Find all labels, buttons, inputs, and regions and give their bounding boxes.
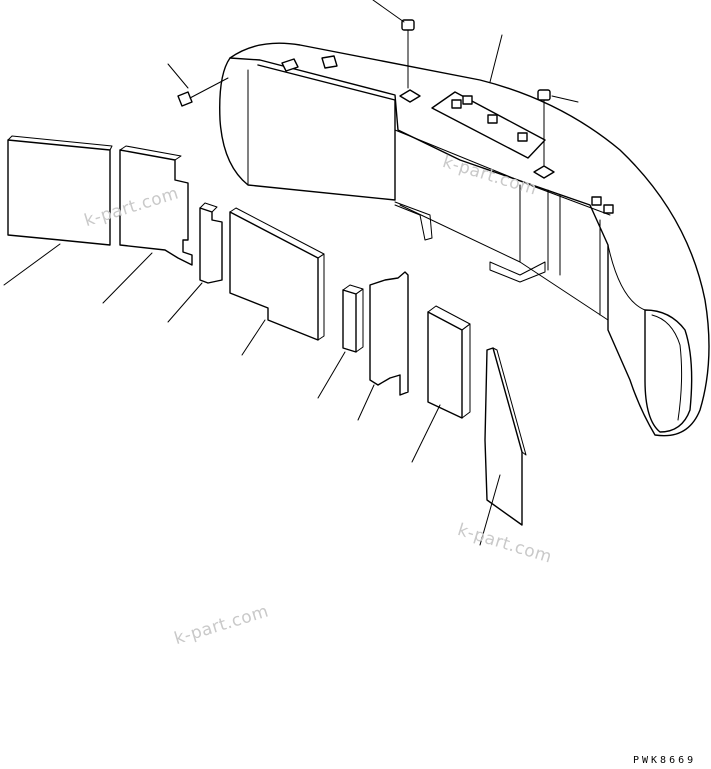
pad-8 — [484, 347, 527, 526]
pad-4 — [229, 207, 325, 341]
bolt-icon — [537, 89, 551, 166]
fasteners — [177, 19, 614, 214]
nut-icon — [451, 99, 462, 109]
pad-3 — [199, 202, 223, 284]
washer-icon — [399, 89, 421, 103]
bolt-icon — [401, 19, 415, 89]
pad-1 — [7, 135, 113, 246]
nut-icon — [487, 114, 498, 124]
nut-icon — [281, 58, 299, 72]
nut-icon — [603, 204, 614, 214]
nut-icon — [591, 196, 602, 206]
bolt-icon — [177, 77, 229, 107]
insulation-pads — [7, 135, 527, 526]
pad-7 — [427, 305, 471, 419]
pad-6 — [369, 271, 409, 396]
pad-5 — [342, 284, 364, 353]
nut-icon — [321, 55, 338, 69]
counterweight-cover — [219, 42, 710, 437]
drawing-code: PWK8669 — [633, 755, 697, 766]
washer-icon — [533, 165, 555, 179]
nut-icon — [462, 95, 473, 105]
leader-lines — [3, 0, 579, 546]
nut-icon — [517, 132, 528, 142]
pad-2 — [119, 145, 193, 266]
